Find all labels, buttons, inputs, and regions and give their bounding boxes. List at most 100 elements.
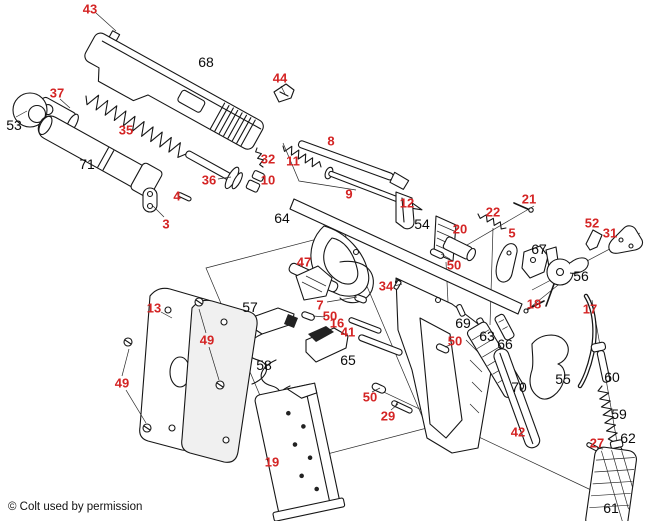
- part-label-22: 22: [485, 204, 501, 220]
- part-label-43: 43: [82, 1, 98, 17]
- part-label-50: 50: [447, 333, 463, 349]
- part-hammer: [545, 257, 589, 307]
- part-label-47: 47: [296, 254, 312, 270]
- part-plunger-a: [429, 248, 445, 259]
- part-rear-sight: [273, 83, 295, 103]
- part-strut-pin: [523, 300, 545, 314]
- part-label-64: 64: [274, 210, 290, 226]
- part-magazine: [254, 382, 346, 521]
- part-frame: [289, 198, 523, 454]
- part-label-63: 63: [479, 328, 495, 344]
- part-plunger-d: [301, 311, 315, 321]
- part-label-34: 34: [378, 278, 394, 294]
- part-label-55: 55: [555, 371, 571, 387]
- part-firing-pin-spring-small: [255, 147, 264, 168]
- part-wedge-65: [305, 326, 349, 363]
- part-label-54: 54: [414, 216, 430, 232]
- part-label-61: 61: [603, 500, 619, 516]
- part-label-59: 59: [611, 406, 627, 422]
- part-label-8: 8: [327, 133, 335, 149]
- part-label-16: 16: [329, 315, 345, 331]
- part-label-27: 27: [589, 435, 605, 451]
- part-firing-pin-spring: [282, 145, 322, 168]
- part-label-66: 66: [497, 336, 513, 352]
- part-label-32: 32: [260, 151, 276, 167]
- part-grip-screws: [123, 297, 225, 433]
- part-hammer-strut: [577, 293, 597, 389]
- part-label-3: 3: [162, 216, 170, 232]
- part-label-71: 71: [79, 156, 95, 172]
- part-label-50: 50: [446, 257, 462, 273]
- part-label-44: 44: [272, 70, 288, 86]
- part-magazine-catch: [442, 236, 477, 262]
- part-rod-29: [391, 400, 413, 414]
- part-plunger-c: [371, 382, 387, 394]
- part-slide: [84, 30, 264, 150]
- part-firing-pin-stop: [245, 170, 265, 193]
- part-rod-16: [348, 317, 382, 334]
- part-lever-57: [249, 307, 298, 335]
- part-label-70: 70: [511, 379, 527, 395]
- part-label-53: 53: [6, 117, 22, 133]
- part-label-69: 69: [455, 315, 471, 331]
- part-label-4: 4: [173, 188, 181, 204]
- part-label-11: 11: [286, 153, 300, 169]
- part-leaf-42: [493, 348, 541, 449]
- part-label-5: 5: [508, 225, 516, 241]
- part-label-13: 13: [146, 300, 162, 316]
- part-plunger-b: [435, 343, 450, 354]
- part-rod-41: [358, 334, 403, 356]
- part-catch-pin: [513, 202, 534, 213]
- part-pin-69: [456, 303, 466, 317]
- part-label-58: 58: [256, 357, 272, 373]
- part-label-57: 57: [242, 299, 258, 315]
- part-link-pin: [177, 192, 192, 202]
- part-label-68: 68: [198, 54, 214, 70]
- part-sear: [495, 243, 518, 283]
- part-label-21: 21: [521, 191, 537, 207]
- part-catch-spring: [477, 213, 507, 230]
- part-label-49: 49: [199, 332, 215, 348]
- part-barrel-bushing: [12, 92, 48, 128]
- part-sear-spring-leaf: [585, 229, 603, 251]
- part-ejector: [395, 191, 415, 230]
- part-label-35: 35: [118, 122, 134, 138]
- part-label-7: 7: [316, 297, 324, 313]
- part-recoil-spring: [85, 94, 187, 158]
- part-label-65: 65: [340, 352, 356, 368]
- part-lock-66: [494, 313, 515, 341]
- leader-lines: [15, 12, 604, 450]
- part-label-49: 49: [114, 375, 130, 391]
- part-label-19: 19: [264, 454, 280, 470]
- part-label-29: 29: [380, 408, 396, 424]
- part-grip-safety: [529, 334, 569, 400]
- part-label-42: 42: [510, 424, 526, 440]
- part-label-52: 52: [584, 215, 600, 231]
- part-pin-7: [354, 294, 367, 304]
- part-label-9: 9: [345, 186, 353, 202]
- part-label-20: 20: [452, 221, 468, 237]
- part-label-62: 62: [620, 430, 636, 446]
- part-label-56: 56: [573, 268, 589, 284]
- part-label-18: 18: [526, 296, 542, 312]
- part-label-50: 50: [322, 308, 338, 324]
- part-label-36: 36: [201, 172, 217, 188]
- part-barrel-link: [142, 187, 158, 213]
- part-thumb-safety: [608, 225, 644, 254]
- part-mainspring-housing: [585, 446, 637, 521]
- part-label-60: 60: [604, 369, 620, 385]
- part-trigger: [288, 260, 374, 304]
- part-label-17: 17: [582, 301, 598, 317]
- part-label-41: 41: [340, 324, 356, 340]
- part-label-31: 31: [602, 225, 618, 241]
- part-mainspring-59: [597, 385, 618, 443]
- part-label-10: 10: [260, 172, 276, 188]
- part-label-67: 67: [531, 241, 547, 257]
- part-label-37: 37: [49, 85, 65, 101]
- part-cap-pin-60: [590, 341, 611, 383]
- part-label-12: 12: [399, 195, 415, 211]
- part-label-50: 50: [362, 389, 378, 405]
